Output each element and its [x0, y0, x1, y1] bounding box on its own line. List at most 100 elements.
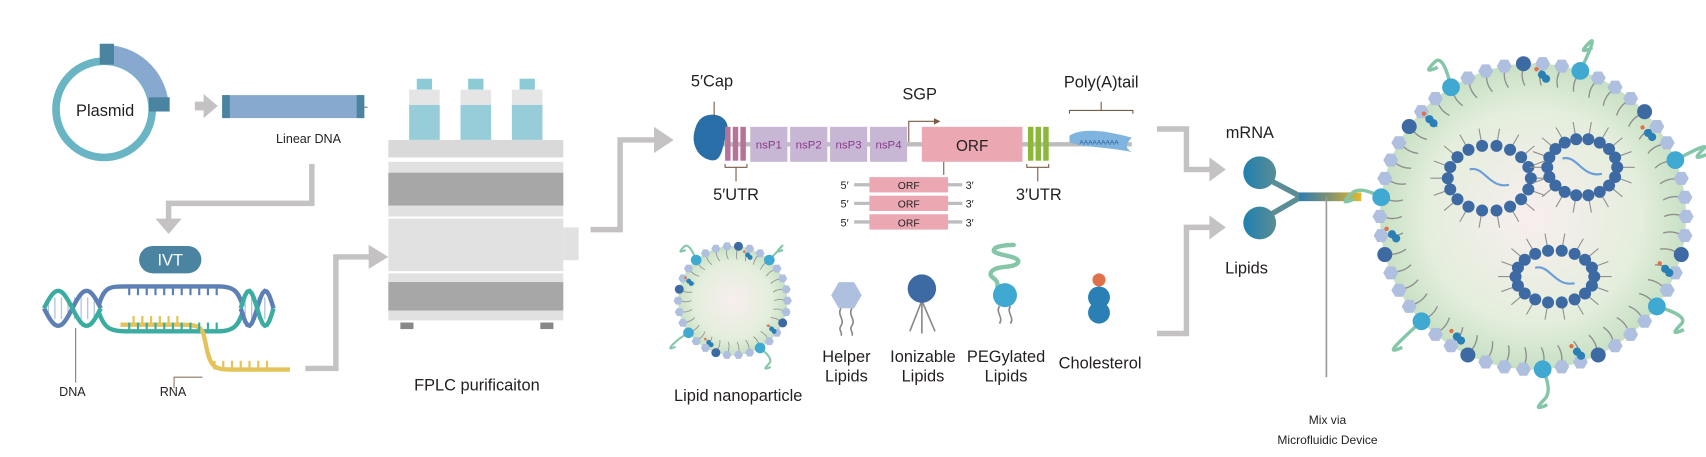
- helper-lipid: [700, 344, 710, 352]
- arrow-plasmid-to-linear: [194, 94, 218, 119]
- peg-chain: [1391, 319, 1423, 352]
- nsp-box: [790, 126, 828, 162]
- helper-lipid: [1373, 229, 1389, 243]
- three-prime-label: 3′: [966, 199, 974, 211]
- helper-lipid: [1554, 59, 1570, 73]
- peg-chain: [759, 347, 772, 370]
- plasmid: Plasmid: [52, 43, 170, 162]
- cholesterol-head: [1449, 328, 1454, 334]
- arrow-fplc-to-construct: [590, 137, 657, 233]
- microfluidic-mixer: [1243, 156, 1362, 240]
- helper-lipid: [1427, 327, 1443, 341]
- ionizable-lipid: [1549, 179, 1562, 192]
- cholesterol: [1576, 351, 1586, 360]
- ionizable-lipid: [1524, 172, 1537, 185]
- helper-lipid: [674, 308, 684, 316]
- cholesterol-head: [1569, 343, 1574, 349]
- cholesterol-head: [684, 276, 687, 280]
- pegylated-lipid: [1647, 297, 1666, 316]
- ionizable-lipid: [1549, 142, 1562, 156]
- fplc-instrument: FPLC purificaiton: [388, 78, 579, 394]
- helper-lipid: [1383, 153, 1399, 167]
- cholesterol-head: [1534, 66, 1539, 72]
- ionizable-lipid: [1570, 189, 1583, 202]
- helper-lipid: [1443, 339, 1459, 353]
- ionizable-lipid: [1515, 151, 1528, 164]
- ionizable-lipid: [1603, 142, 1616, 156]
- helper-lipid: [1678, 209, 1694, 224]
- ionizable-lipid: [674, 284, 684, 294]
- cholesterol: [1665, 268, 1674, 277]
- mrna-strand: [1562, 157, 1603, 176]
- cholesterol: [771, 328, 777, 334]
- peg-chain: [768, 244, 784, 261]
- dna-strand: [42, 288, 103, 328]
- ivt-badge: IVT: [139, 245, 202, 274]
- helper-lipid: [1572, 355, 1588, 369]
- helper-lipid: [1659, 136, 1675, 150]
- buffer-bottles: [409, 78, 543, 140]
- helper-lipid: [1478, 64, 1494, 78]
- helper-lipid: [755, 249, 765, 258]
- sgp-label: SGP: [902, 85, 937, 103]
- dna-label: DNA: [59, 385, 86, 399]
- ionizable-label-1: Ionizable: [890, 348, 956, 366]
- ionizable-lipid: [733, 241, 743, 251]
- mix-label-2: Microfluidic Device: [1277, 433, 1377, 447]
- ionizable-lipid: [711, 348, 721, 358]
- ionizable-lipid: [1579, 253, 1592, 266]
- helper-lipid: [1607, 80, 1623, 94]
- helper-lipid: [722, 242, 732, 251]
- mrna-label: mRNA: [1226, 124, 1274, 142]
- subgenomic-orf-box: [869, 177, 949, 193]
- helper-lipid: [745, 348, 755, 357]
- ionizable-lipid: [1504, 143, 1517, 156]
- ionizable-lipid: [1585, 261, 1598, 274]
- ionizable-lipid: [1609, 151, 1622, 164]
- ionizable-lipid: [1543, 170, 1556, 184]
- ionizable-lipid: [1541, 161, 1554, 174]
- ionizable-lipid: [778, 318, 788, 328]
- helper-lipid: [1427, 92, 1443, 106]
- cholesterol-head: [1421, 111, 1427, 116]
- arrow-construct-to-mixer: [1156, 126, 1212, 173]
- ionizable-lipid: [1511, 261, 1524, 274]
- ionizable-lipid: [1611, 161, 1624, 174]
- ionizable-lipid: [1558, 136, 1571, 149]
- ionizable-lipid: [1568, 293, 1581, 306]
- arrowhead-icon: [368, 244, 389, 269]
- arrow-ivt-to-fplc: [305, 254, 372, 372]
- helper-lipid: [1554, 360, 1570, 374]
- mix-label-1: Mix via: [1309, 413, 1347, 427]
- helper-lipid: [1659, 283, 1675, 297]
- helper-lipid: [678, 319, 688, 327]
- ionizable-lipid: [1515, 56, 1531, 72]
- nsp-box: [869, 126, 908, 162]
- ionizable-lipid-icon: [907, 274, 937, 334]
- ionizable-lipid: [1542, 244, 1555, 257]
- ionizable-lipid: [1542, 296, 1555, 309]
- helper-lipid: [700, 249, 710, 258]
- arrowhead-icon: [1209, 157, 1226, 182]
- helper-lipid: [1623, 327, 1639, 341]
- subgenomic-orf-box: [869, 214, 949, 230]
- polya-label: Poly(A)tail: [1064, 73, 1139, 91]
- ionizable-lipid: [1515, 193, 1528, 206]
- ionizable-lipid: [1490, 139, 1503, 152]
- pegylated-lipid: [763, 254, 775, 266]
- ionizable-label-2: Lipids: [902, 368, 945, 386]
- pegylated-lipid: [1412, 312, 1431, 331]
- ionizable-lipid: [1522, 160, 1535, 174]
- helper-lipid: [1383, 266, 1399, 280]
- subgenomic-orf-box: [869, 195, 949, 212]
- helper-lipid: [1460, 71, 1476, 85]
- utr5-label: 5′UTR: [713, 186, 759, 204]
- helper-lipid: [781, 308, 791, 316]
- lnp-core: [1379, 63, 1687, 370]
- subgenomic-orf-label: ORF: [898, 200, 920, 211]
- helper-lipid: [745, 244, 755, 253]
- subgenomic-orf-label: ORF: [898, 218, 920, 229]
- peg-chain: [1536, 368, 1550, 410]
- ionizable-lipid: [1518, 287, 1531, 300]
